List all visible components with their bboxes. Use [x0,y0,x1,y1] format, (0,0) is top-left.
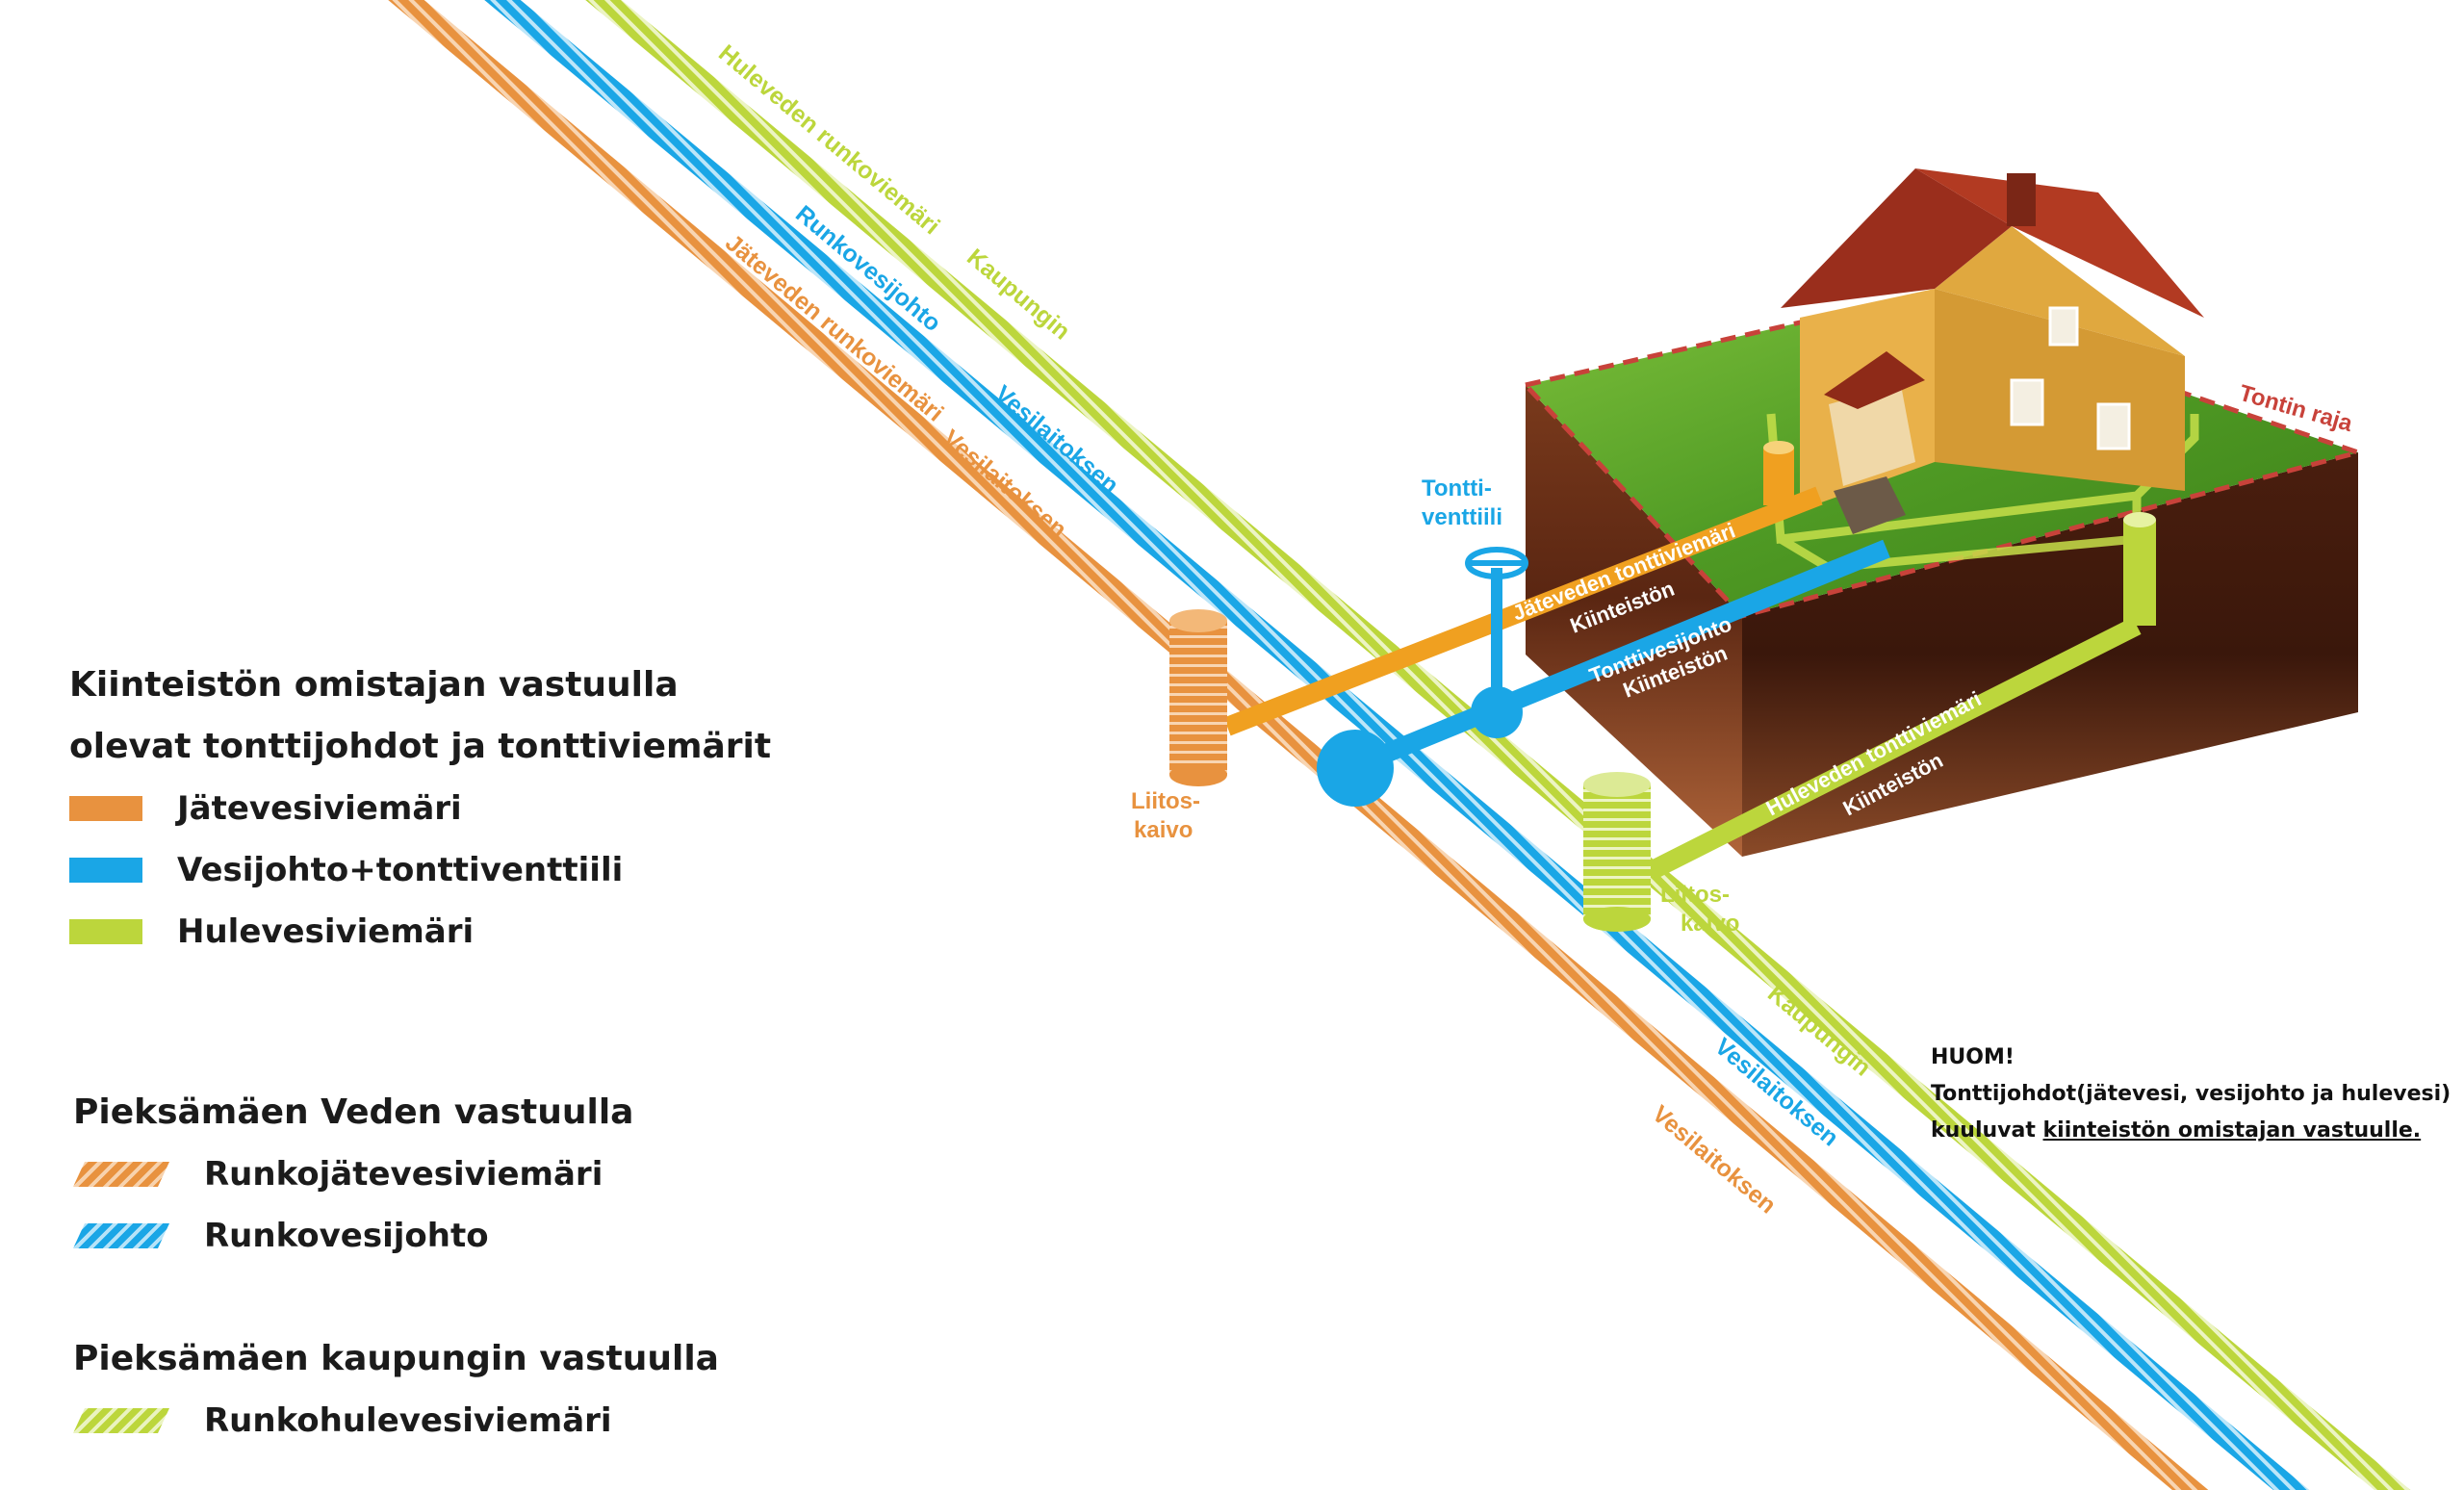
orange-swatch-icon [69,796,142,821]
legend-item-main-sewer: Runkojätevesiviemäri [73,1143,633,1205]
legend-owner: Kiinteistön omistajan vastuulla olevat t… [69,655,771,963]
house [1781,168,2204,534]
sewer-manhole-label-2: kaivo [1134,817,1193,843]
valve-node [1471,686,1523,738]
legend-item-main-water: Runkovesijohto [73,1205,633,1267]
legend-item-main-storm: Runkohulevesiviemäri [73,1390,719,1451]
green-swatch-icon [69,919,142,944]
legend-city: Pieksämäen kaupungin vastuulla Runkohule… [73,1328,719,1451]
striped-blue-swatch-icon [73,1223,169,1248]
striped-green-swatch-icon [73,1408,169,1433]
note-line2: kuuluvat kiinteistön omistajan vastuulle… [1931,1118,2422,1143]
house-gable [1935,226,2185,356]
plot-boundary [1521,295,2367,619]
window [2010,378,2044,426]
manholes [1169,609,1651,932]
main-sewer-line [388,0,2209,1490]
porch [1829,385,1915,486]
house-roof-side [1915,168,2204,318]
inspection-well [1763,448,1794,505]
striped-orange-swatch-icon [73,1162,169,1187]
main-water-junction [1317,730,1394,807]
valve-label-line1: Tontti- [1422,475,1492,501]
note-underlined: kiinteistön omistajan vastuulle. [2042,1118,2422,1143]
blue-swatch-icon [69,858,142,883]
storm-pipe [1646,617,2142,880]
lower-line-labels: Kaupungin Vesilaitoksen Vesilaitoksen [1647,980,1876,1219]
house-chimney [2007,173,2036,226]
main-storm-line [585,0,2411,1490]
window [2096,402,2131,450]
sewer-manhole [1169,621,1227,775]
water-pipe [1353,539,1890,775]
label-green-owner: Kaupungin [962,244,1075,345]
note-line1: Tonttijohdot(jätevesi, vesijohto ja hule… [1931,1082,2451,1106]
legend-item-storm: Hulevesiviemäri [69,901,771,963]
note-heading: HUOM! [1931,1045,2015,1069]
waste-pipe [1223,486,1823,736]
porch-roof [1824,351,1925,409]
storm-manhole-label-2: kaivo [1681,911,1739,937]
legend-item-sewer: Jätevesiviemäri [69,778,771,839]
legend-water-title: Pieksämäen Veden vastuulla [73,1092,634,1132]
note-box: HUOM! Tonttijohdot(jätevesi, vesijohto j… [1931,1040,2451,1149]
window [2048,306,2079,347]
soil-front [1526,385,1742,857]
house-steps [1834,476,1906,534]
valve-label-line2: venttiili [1422,504,1502,530]
valve-wheel-icon [1465,547,1528,579]
storm-manhole [1583,784,1651,919]
legend-water-utility: Pieksämäen Veden vastuulla Runkojätevesi… [73,1082,633,1267]
storm-manhole-label-1: Liitos- [1660,882,1730,908]
inspection-well [2123,520,2156,626]
house-roof [1781,168,2012,308]
property-pipes [1223,441,2156,880]
legend-city-title: Pieksämäen kaupungin vastuulla [73,1339,719,1378]
sewer-manhole-label-1: Liitos- [1131,788,1200,814]
legend-owner-title-2: olevat tonttijohdot ja tonttiviemärit [69,727,772,766]
legend-owner-title-1: Kiinteistön omistajan vastuulla [69,665,679,705]
legend-item-water: Vesijohto+tonttiventtiili [69,839,771,901]
